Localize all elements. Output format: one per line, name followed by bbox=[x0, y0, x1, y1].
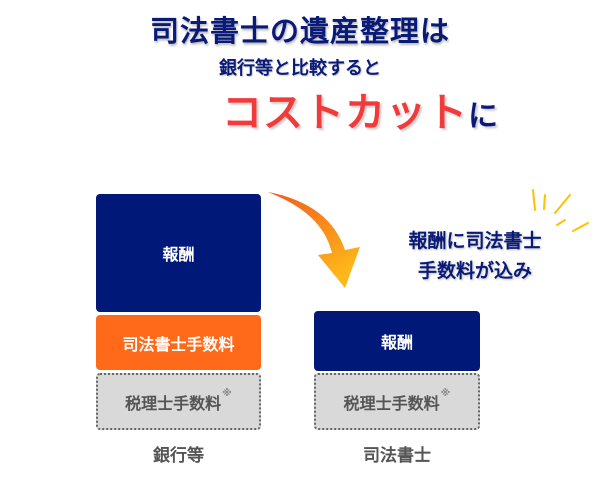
bank-fee-block: 報酬 bbox=[96, 194, 261, 312]
callout-line-2: 手数料が込み bbox=[417, 260, 532, 282]
bank-column-label: 銀行等 bbox=[153, 446, 204, 466]
sparkle-icon bbox=[532, 189, 589, 232]
curved-arrow-icon bbox=[268, 192, 360, 288]
bank-tax-fee-block: 税理士手数料※ bbox=[96, 373, 261, 430]
callout-text: 報酬に司法書士 手数料が込み bbox=[380, 226, 570, 286]
cost-cut-text: コストカット bbox=[222, 90, 468, 136]
scrivener-fee-block: 報酬 bbox=[314, 311, 480, 371]
scrivener-column-label: 司法書士 bbox=[363, 446, 431, 466]
tax-fee-label: 税理士手数料 bbox=[125, 393, 222, 413]
note-mark: ※ bbox=[222, 388, 232, 399]
headline: 司法書士の遺産整理は bbox=[149, 14, 450, 48]
subheadline: 銀行等と比較すると bbox=[219, 58, 381, 79]
callout-line-1: 報酬に司法書士 bbox=[408, 230, 542, 252]
note-mark: ※ bbox=[440, 388, 451, 399]
cost-cut-suffix: に bbox=[468, 99, 499, 134]
scrivener-tax-fee-block: 税理士手数料※ bbox=[314, 373, 480, 430]
tax-fee-label: 税理士手数料 bbox=[343, 393, 440, 413]
bank-scrivener-fee-block: 司法書士手数料 bbox=[96, 315, 261, 370]
cost-cut-heading: コストカットに bbox=[222, 80, 499, 138]
